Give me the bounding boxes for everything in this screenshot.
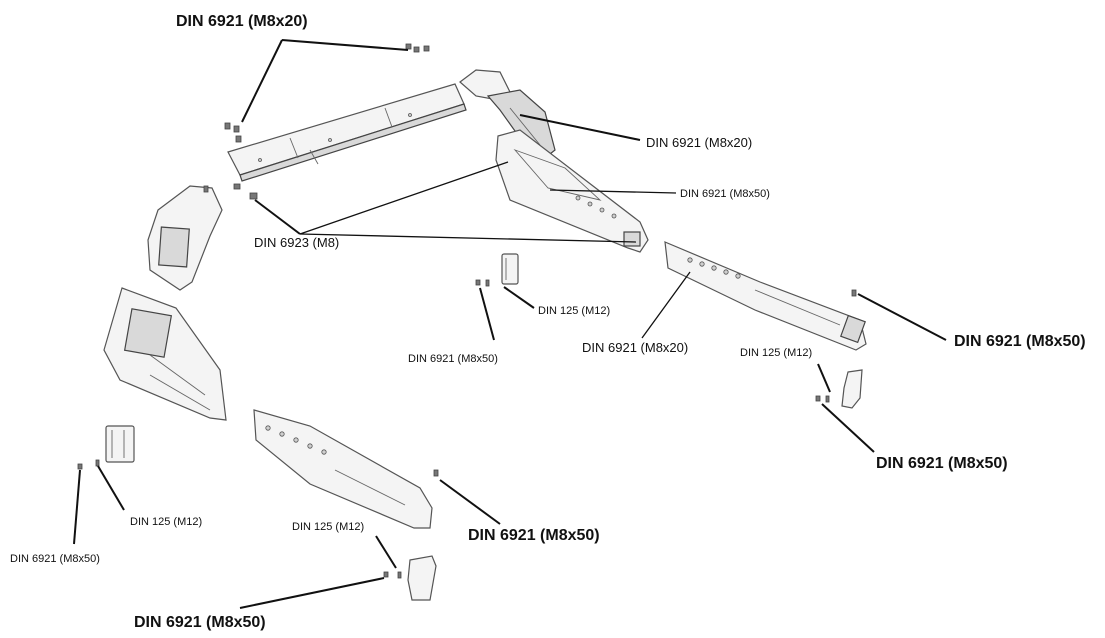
label-bottom-din125: DIN 125 (M12) [292, 521, 364, 533]
mount-bracket-bottom [383, 555, 437, 601]
roof-crossbar [227, 83, 467, 182]
label-center-din125: DIN 125 (M12) [538, 305, 610, 317]
corner-cap-left [147, 185, 223, 291]
nut-cluster-left [233, 183, 258, 200]
label-far-right-m8x50: DIN 6921 (M8x50) [954, 333, 1086, 350]
bolt-cluster-top-right [405, 43, 430, 53]
label-right-din125: DIN 125 (M12) [740, 347, 812, 359]
label-left-m8x50: DIN 6921 (M8x50) [10, 553, 100, 565]
mount-bracket-left [77, 425, 135, 470]
label-mid-m8x50: DIN 6921 (M8x50) [680, 188, 770, 200]
side-rail-right [664, 241, 867, 351]
part-labels: DIN 6921 (M8x20) DIN 6921 (M8x20) DIN 69… [10, 13, 1086, 631]
label-right-lower-m8x50: DIN 6921 (M8x50) [876, 455, 1008, 472]
leader-lines [73, 39, 947, 609]
label-bottom-m8x50: DIN 6921 (M8x50) [134, 614, 266, 631]
label-center-m8x50: DIN 6921 (M8x50) [408, 353, 498, 365]
mount-bracket-right [815, 369, 863, 409]
side-rail-left [253, 409, 439, 529]
mount-bracket-center [475, 253, 519, 287]
label-top-m8x20: DIN 6921 (M8x20) [176, 13, 308, 30]
corner-cap-right [459, 69, 556, 159]
label-bottom-mid-m8x50: DIN 6921 (M8x50) [468, 527, 600, 544]
side-panel-lower-left [103, 287, 227, 421]
label-right-m8x20: DIN 6921 (M8x20) [646, 135, 752, 150]
label-lower-m8x20: DIN 6921 (M8x20) [582, 340, 688, 355]
label-m8-nut: DIN 6923 (M8) [254, 235, 339, 250]
bolt-cluster-top-left [224, 122, 242, 143]
label-left-din125: DIN 125 (M12) [130, 516, 202, 528]
